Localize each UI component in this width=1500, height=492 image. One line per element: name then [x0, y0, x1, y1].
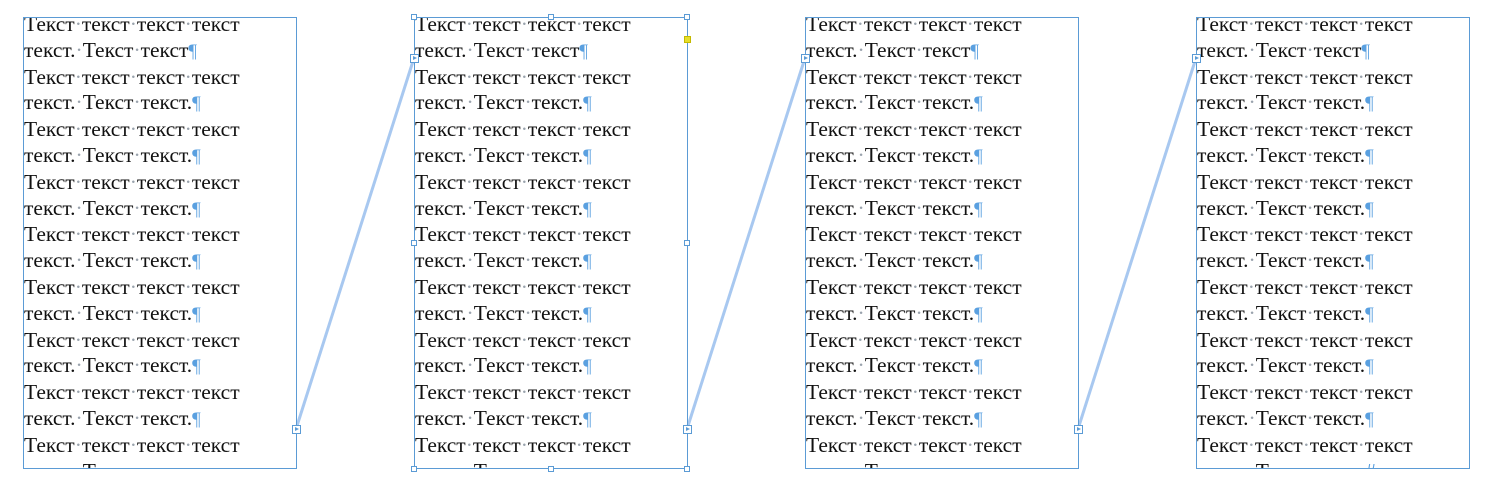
thread-line-3: [1076, 57, 1198, 430]
text-line: Текст·текст·текст·текст: [24, 432, 240, 457]
text-line: Текст·текст·текст·текст: [24, 274, 240, 299]
text-line: Текст·текст·текст·текст: [415, 327, 631, 352]
text-line: текст.·Текст·текст.¶: [24, 248, 201, 273]
text-line: Текст·текст·текст·текст: [24, 327, 240, 352]
resize-handle-bottom-right[interactable]: [684, 466, 690, 472]
resize-handle-bottom-center[interactable]: [548, 466, 554, 472]
text-line: Текст·текст·текст·текст: [415, 222, 631, 247]
text-line: Текст·текст·текст·текст: [806, 380, 1022, 405]
text-line: Текст·текст·текст·текст: [1197, 432, 1413, 457]
resize-handle-top-left[interactable]: [411, 14, 417, 20]
text-line: текст.·Текст·текст.¶: [1197, 248, 1374, 273]
text-line: Текст·текст·текст·текст: [806, 64, 1022, 89]
text-line: текст.·Текст·текст.¶: [415, 248, 592, 273]
live-corner-marker[interactable]: [684, 36, 691, 43]
text-line: Текст·текст·текст·текст: [24, 17, 240, 36]
text-line: Текст·текст·текст·текст: [1197, 380, 1413, 405]
text-line: текст.·Текст·текст.¶: [24, 90, 201, 115]
text-line: текст.·Текст·текст.¶: [1197, 142, 1374, 167]
text-line: Текст·текст·текст·текст: [806, 222, 1022, 247]
text-line: Текст·текст·текст·текст: [1197, 327, 1413, 352]
thread-line-2: [685, 57, 807, 430]
text-line: текст.·Текст·текст.¶: [1197, 353, 1374, 378]
text-line: текст.·Текст·текст.¶: [24, 142, 201, 167]
text-line: текст.·Текст·текст.: [415, 459, 687, 468]
text-line: Текст·текст·текст·текст: [1197, 274, 1413, 299]
text-line: текст.·Текст·текст.¶: [24, 353, 201, 378]
text-line: текст.·Текст·текст.¶: [1197, 195, 1374, 220]
text-line: Текст·текст·текст·текст: [806, 327, 1022, 352]
text-line: Текст·текст·текст·текст: [1197, 117, 1413, 142]
in-port-3[interactable]: [801, 54, 810, 63]
text-line: текст.·Текст·текст.¶: [415, 195, 592, 220]
text-line: Текст·текст·текст·текст: [806, 17, 1022, 36]
text-line: текст.·Текст·текст.¶: [415, 142, 592, 167]
text-line: Текст·текст·текст·текст: [415, 274, 631, 299]
text-line: текст.·Текст·текст¶: [24, 37, 198, 62]
text-line: текст.·Текст·текст.¶: [806, 90, 983, 115]
text-line: Текст·текст·текст·текст: [1197, 64, 1413, 89]
text-line: текст.·Текст·текст.¶: [806, 195, 983, 220]
text-line: текст.·Текст·текст.¶: [1197, 405, 1374, 430]
text-line: Текст·текст·текст·текст: [24, 169, 240, 194]
resize-handle-bottom-left[interactable]: [411, 466, 417, 472]
text-line: текст.·Текст·текст.¶: [806, 353, 983, 378]
text-line: текст.·Текст·текст.¶: [415, 300, 592, 325]
text-line: Текст·текст·текст·текст: [415, 17, 631, 36]
text-line: Текст·текст·текст·текст: [415, 432, 631, 457]
text-line: Текст·текст·текст·текст: [415, 64, 631, 89]
text-line: Текст·текст·текст·текст: [1197, 169, 1413, 194]
out-port-3[interactable]: [1074, 425, 1083, 434]
text-line: Текст·текст·текст·текст: [1197, 17, 1413, 36]
text-line: текст.·Текст·текст.¶: [415, 405, 592, 430]
text-line: Текст·текст·текст·текст: [806, 432, 1022, 457]
text-line: текст.·Текст·текст.¶: [806, 248, 983, 273]
resize-handle-top-right[interactable]: [684, 14, 690, 20]
text-line: текст.·Текст·текст.¶: [415, 90, 592, 115]
text-line: Текст·текст·текст·текст: [24, 117, 240, 142]
text-line: Текст·текст·текст·текст: [806, 117, 1022, 142]
text-line: Текст·текст·текст·текст: [806, 274, 1022, 299]
text-line: текст.·Текст·текст.¶: [806, 300, 983, 325]
text-line: текст.·Текст·текст.¶: [24, 195, 201, 220]
text-line: Текст·текст·текст·текст: [24, 222, 240, 247]
text-line: Текст·текст·текст·текст: [806, 169, 1022, 194]
out-port-2[interactable]: [683, 425, 692, 434]
text-line: текст.·Текст·текст.#: [1197, 459, 1469, 468]
text-line: текст.·Текст·текст.¶: [415, 353, 592, 378]
text-line: текст.·Текст·текст¶: [1197, 37, 1371, 62]
text-line: текст.·Текст·текст.: [806, 459, 1078, 468]
text-line: текст.·Текст·текст¶: [415, 37, 589, 62]
resize-handle-middle-right[interactable]: [684, 240, 690, 246]
text-line: текст.·Текст·текст.¶: [24, 300, 201, 325]
text-line: Текст·текст·текст·текст: [24, 380, 240, 405]
resize-handle-middle-left[interactable]: [411, 240, 417, 246]
in-port-4[interactable]: [1192, 54, 1201, 63]
text-line: текст.·Текст·текст.¶: [1197, 90, 1374, 115]
text-line: текст.·Текст·текст.¶: [806, 142, 983, 167]
text-line: Текст·текст·текст·текст: [415, 169, 631, 194]
text-line: текст.·Текст·текст.¶: [24, 405, 201, 430]
thread-line-1: [294, 57, 416, 430]
text-line: Текст·текст·текст·текст: [1197, 222, 1413, 247]
text-line: текст.·Текст·текст.: [24, 459, 296, 468]
text-line: Текст·текст·текст·текст: [24, 64, 240, 89]
text-line: текст.·Текст·текст.¶: [1197, 300, 1374, 325]
text-line: текст.·Текст·текст.¶: [806, 405, 983, 430]
in-port-2[interactable]: [410, 54, 419, 63]
out-port-1[interactable]: [292, 425, 301, 434]
text-line: Текст·текст·текст·текст: [415, 117, 631, 142]
text-line: Текст·текст·текст·текст: [415, 380, 631, 405]
resize-handle-top-center[interactable]: [548, 14, 554, 20]
text-line: текст.·Текст·текст¶: [806, 37, 980, 62]
